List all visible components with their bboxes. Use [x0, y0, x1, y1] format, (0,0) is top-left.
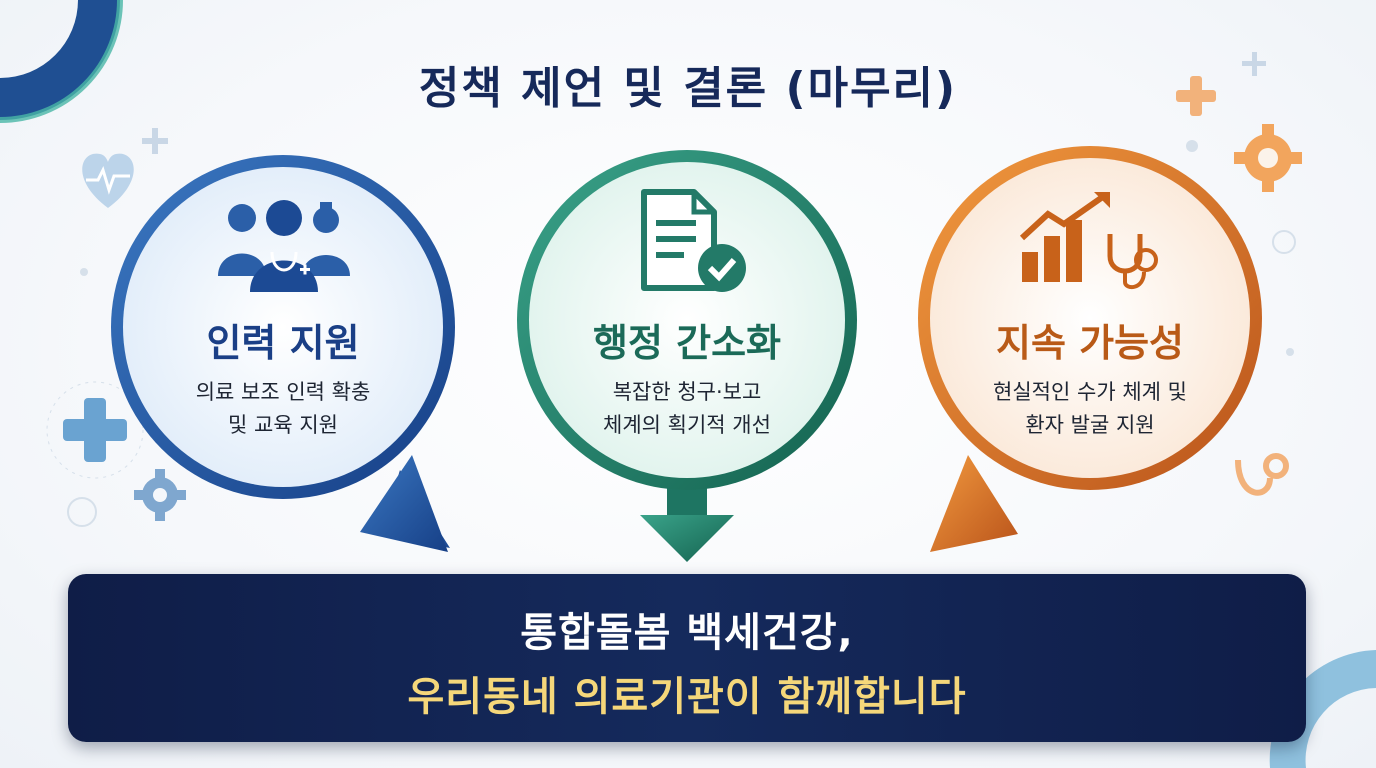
card-desc-sustain: 현실적인 수가 체계 및 환자 발굴 지원: [955, 376, 1225, 442]
card-heading-sustain: 지속 가능성: [995, 321, 1185, 365]
arrow-down-icon: [640, 515, 734, 562]
arrow-down-right-icon: [360, 455, 448, 552]
conclusion-banner: 통합돌봄 백세건강, 우리동네 의료기관이 함께합니다: [68, 574, 1306, 742]
card-desc-line: 환자 발굴 지원: [1025, 413, 1155, 437]
card-desc-line: 체계의 획기적 개선: [603, 413, 771, 437]
banner-line-2: 우리동네 의료기관이 함께합니다: [407, 674, 967, 720]
arrow-down-left-icon: [930, 455, 1018, 552]
card-desc-line: 및 교육 지원: [228, 413, 338, 437]
card-desc-line: 의료 보조 인력 확충: [195, 380, 371, 404]
card-desc-admin: 복잡한 청구·보고 체계의 획기적 개선: [567, 376, 807, 442]
growth-chart-stethoscope-icon: [1019, 192, 1158, 290]
document-check-icon: [641, 189, 746, 292]
page-title: 정책 제언 및 결론 (마무리): [418, 63, 958, 114]
heart-pulse-icon: [82, 153, 134, 208]
gear-icon: [134, 469, 186, 521]
plus-icon-large: [46, 381, 144, 479]
card-desc-staff: 의료 보조 인력 확충 및 교육 지원: [163, 376, 403, 442]
stethoscope-icon: [1235, 453, 1289, 496]
card-desc-line: 복잡한 청구·보고: [612, 380, 762, 404]
bubble-admin-simplify: [517, 150, 857, 562]
medical-staff-icon: [218, 200, 350, 292]
corner-arc-top-left: [0, 0, 120, 120]
bubble-sustainability: [918, 146, 1262, 552]
card-heading-admin: 행정 간소화: [592, 321, 782, 365]
gear-icon-orange: [1234, 124, 1302, 192]
plus-icon-orange: [1176, 76, 1216, 116]
bubble-staff-support: [111, 155, 455, 552]
plus-icon: [142, 128, 168, 154]
banner-line-1: 통합돌봄 백세건강,: [520, 610, 854, 656]
card-heading-staff: 인력 지원: [206, 321, 360, 365]
card-desc-line: 현실적인 수가 체계 및: [993, 380, 1187, 404]
plus-icon-small: [1242, 52, 1266, 76]
